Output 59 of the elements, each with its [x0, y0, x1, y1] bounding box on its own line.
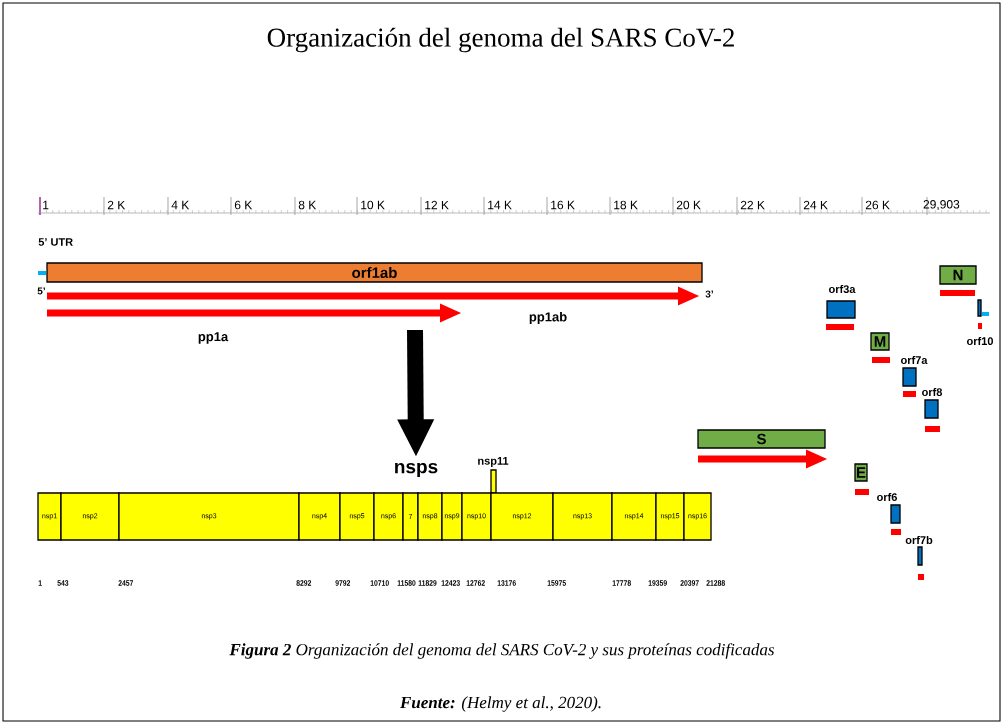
scale-label: 29,903 — [923, 200, 960, 210]
gene-box: orf3a — [826, 284, 856, 319]
scale-label: 10 K — [361, 200, 385, 210]
gene-box: M — [870, 332, 890, 351]
gene-box: orf8 — [922, 387, 943, 419]
node-label: orf7b — [905, 535, 933, 545]
position-number: 11580 — [397, 580, 416, 586]
node-label: orf10 — [966, 336, 993, 346]
position-number: 1 — [38, 580, 42, 586]
position-number: 9792 — [335, 580, 351, 586]
end-label: 5’ — [37, 287, 45, 295]
node-label: orf6 — [877, 492, 898, 502]
scale-label: 20 K — [676, 200, 701, 210]
caption: Figura 2 Organización del genoma del SARS CoV-2 y sus proteínas codificadas — [229, 643, 775, 659]
title: Organización del genoma del SARS CoV-2 — [267, 27, 734, 53]
scale-label: 4 K — [171, 200, 190, 210]
scale-label: 26 K — [865, 200, 890, 210]
gene-box: orf10 — [967, 299, 993, 346]
position-number: 11829 — [418, 580, 437, 586]
position-number: 19359 — [648, 580, 667, 586]
source-note: Fuente: (Helmy et al., 2020). — [399, 696, 601, 712]
polyprotein-label: pp1ab — [529, 311, 567, 325]
scale-label: 2 K — [107, 200, 126, 210]
scale-label: 14 K — [488, 200, 512, 210]
scale-label: 1 — [43, 200, 49, 210]
gene-box: orf7b — [905, 535, 933, 566]
scale-label: 22 K — [740, 200, 765, 210]
scale-label: 6 K — [234, 200, 253, 210]
position-number: 17778 — [612, 580, 631, 586]
gene-box: N — [939, 265, 977, 285]
region-label: 5’ UTR — [38, 238, 73, 246]
position-number: 2457 — [118, 580, 134, 586]
position-number: 21288 — [706, 580, 725, 586]
scale-label: 16 K — [551, 200, 575, 210]
gene-box: nsp11 — [478, 457, 509, 494]
node-label: nsp11 — [478, 457, 509, 467]
position-number: 10710 — [370, 580, 389, 586]
section-heading: nsps — [395, 462, 438, 478]
position-number: 543 — [57, 580, 69, 586]
scale-label: 24 K — [803, 200, 828, 210]
position-number: 12423 — [441, 580, 460, 586]
scale-label: 8 K — [298, 200, 317, 210]
position-number: 20397 — [680, 580, 699, 586]
position-number: 12762 — [466, 580, 485, 586]
gene-box: orf6 — [877, 492, 901, 524]
node-label: orf7a — [900, 355, 928, 365]
position-number: 15975 — [547, 580, 566, 586]
polyprotein-label: pp1a — [198, 332, 229, 344]
gene-box: E — [854, 463, 868, 482]
gene-box: orf7a — [901, 355, 928, 387]
position-number: 8292 — [296, 580, 312, 586]
end-label: 3’ — [705, 290, 713, 298]
scale-label: 12 K — [425, 200, 449, 210]
gene-box: S — [697, 429, 826, 449]
scale-label: 18 K — [614, 200, 638, 210]
gene-box: orf1ab — [46, 262, 703, 283]
node-label: orf8 — [922, 387, 943, 397]
node-label: orf3a — [828, 284, 856, 294]
position-number: 13176 — [497, 580, 516, 586]
